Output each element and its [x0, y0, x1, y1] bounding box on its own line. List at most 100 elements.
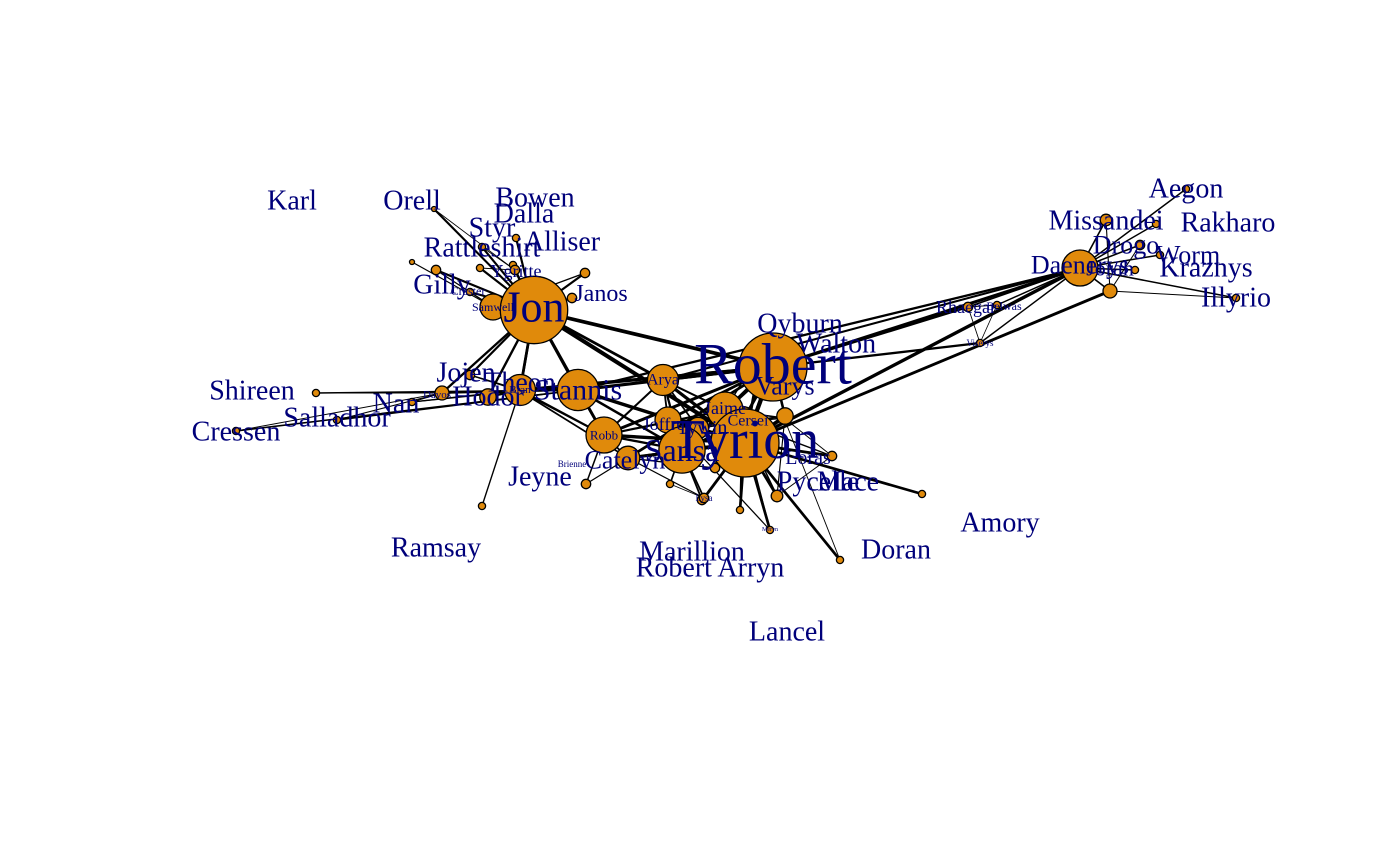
edge-theon-ramsay [481, 389, 521, 507]
node-label-tywin: Tywin [677, 417, 728, 439]
node-label-styr: Styr [469, 213, 516, 244]
node-jeyne[interactable] [580, 478, 592, 490]
node-alliser[interactable] [579, 267, 591, 279]
edge-daenerys-arya [662, 267, 1081, 381]
node-label-missandei: Missandei [1048, 206, 1163, 237]
node-viserys[interactable] [975, 338, 985, 348]
node-meryn[interactable] [765, 525, 775, 535]
node-missandei[interactable] [1099, 213, 1113, 227]
edge-stannis-salladhor [336, 389, 579, 421]
node-gilly[interactable] [430, 264, 442, 276]
node-label-worm: Worm [1156, 241, 1220, 270]
node-kraznys[interactable] [1130, 265, 1140, 275]
node-label-alliser: Alliser [524, 227, 601, 258]
node-davos[interactable] [434, 385, 450, 401]
node-label-karl: Karl [267, 186, 317, 217]
node-pycelle[interactable] [770, 489, 784, 503]
edge-samwell-karl [411, 261, 494, 308]
node-label-stannis: Stannis [534, 374, 622, 407]
node-karl[interactable] [408, 258, 416, 266]
node-robb[interactable] [585, 416, 623, 454]
node-sansa[interactable] [658, 426, 706, 474]
node-label-ramsay: Ramsay [391, 533, 481, 564]
node-label-samwell: Samwell [472, 300, 515, 314]
node-label-meryn: Meryn [762, 527, 778, 533]
node-lysa[interactable] [698, 492, 710, 504]
node-janos[interactable] [566, 292, 578, 304]
node-mace[interactable] [826, 450, 838, 462]
node-nan[interactable] [407, 397, 417, 407]
node-illyrio[interactable] [1231, 293, 1241, 303]
node-worm[interactable] [1155, 250, 1165, 260]
node-shireen[interactable] [311, 388, 321, 398]
node-lancel[interactable] [735, 505, 745, 515]
node-dalla[interactable] [511, 233, 521, 243]
node-label-craster: Craster [451, 284, 486, 298]
node-daenerys[interactable] [1061, 249, 1099, 287]
node-label-orell: Orell [383, 186, 441, 217]
edge-loras-doran [783, 417, 841, 561]
node-amory[interactable] [917, 489, 927, 499]
node-jon[interactable] [499, 275, 569, 345]
edge-pycelle-mace [776, 455, 833, 497]
node-belwas[interactable] [992, 300, 1002, 310]
node-styr[interactable] [477, 242, 487, 252]
node-label-rhaegar: Rhaegar [936, 297, 996, 317]
node-tyrion[interactable] [710, 408, 780, 478]
node-ygritte[interactable] [509, 264, 521, 276]
node-label-kraznys: Kraznys [1159, 253, 1252, 284]
node-drogo[interactable] [1134, 239, 1146, 251]
edge-robert-viserys [772, 341, 981, 369]
node-label-rattleshirt: Rattleshirt [424, 233, 541, 264]
node-catelyn[interactable] [615, 445, 641, 471]
node-label-arya: Arya [647, 372, 679, 389]
node-label-marillion: Marillion [639, 537, 745, 568]
node-label-viserys: Viserys [967, 338, 994, 348]
node-label-tyrion: Tyrion [671, 409, 820, 471]
edge-belwas-viserys [979, 304, 998, 344]
edge-davos-cressen [235, 392, 443, 432]
edge-robert-jon [533, 308, 774, 369]
node-varys[interactable] [776, 407, 794, 425]
edge-rhaegar-viserys [967, 306, 981, 344]
node-theon[interactable] [503, 373, 537, 407]
node-hodor[interactable] [479, 388, 497, 406]
node-label-nan: Nan [373, 389, 420, 420]
node-rhaegar[interactable] [962, 301, 974, 313]
node-arya[interactable] [646, 363, 680, 397]
node-rattleshirt[interactable] [475, 263, 485, 273]
node-label-lancel: Lancel [749, 617, 825, 648]
node-label-cressen: Cressen [192, 417, 281, 448]
node-label-gilly: Gilly [413, 270, 471, 301]
node-label-jaime: Jaime [704, 398, 746, 418]
node-label-mace: Mace [817, 467, 879, 498]
node-label-jeyne: Jeyne [508, 462, 572, 493]
node-marillion[interactable] [665, 479, 675, 489]
node-label-pycelle: Pycelle [777, 467, 859, 498]
node-cressen[interactable] [231, 426, 241, 436]
node-doran[interactable] [835, 555, 845, 565]
node-label-robertarryn: Robert Arryn [636, 553, 785, 584]
node-ramsay[interactable] [477, 501, 487, 511]
node-craster[interactable] [465, 287, 475, 297]
edge-tyrion-daenerys [744, 266, 1081, 445]
node-stannis[interactable] [556, 368, 600, 412]
node-jorah[interactable] [1102, 283, 1118, 299]
node-orell[interactable] [430, 205, 438, 213]
node-rakharo[interactable] [1151, 219, 1161, 229]
node-layer [231, 184, 1241, 565]
node-label-shireen: Shireen [209, 376, 295, 407]
node-label-joffrey: Joffrey [643, 414, 694, 434]
node-label-bran: Bran [509, 384, 531, 396]
node-jojen[interactable] [464, 369, 476, 381]
node-label-amory: Amory [960, 508, 1039, 539]
node-label-theon: Theon [484, 368, 556, 399]
node-robert[interactable] [738, 332, 808, 402]
edge-varys-pycelle [776, 415, 786, 497]
node-brienne[interactable] [709, 462, 721, 474]
node-aegon[interactable] [1181, 184, 1191, 194]
edge-loras-mace [783, 417, 833, 457]
node-label-jon: Jon [503, 283, 564, 332]
node-salladhor[interactable] [332, 415, 342, 425]
